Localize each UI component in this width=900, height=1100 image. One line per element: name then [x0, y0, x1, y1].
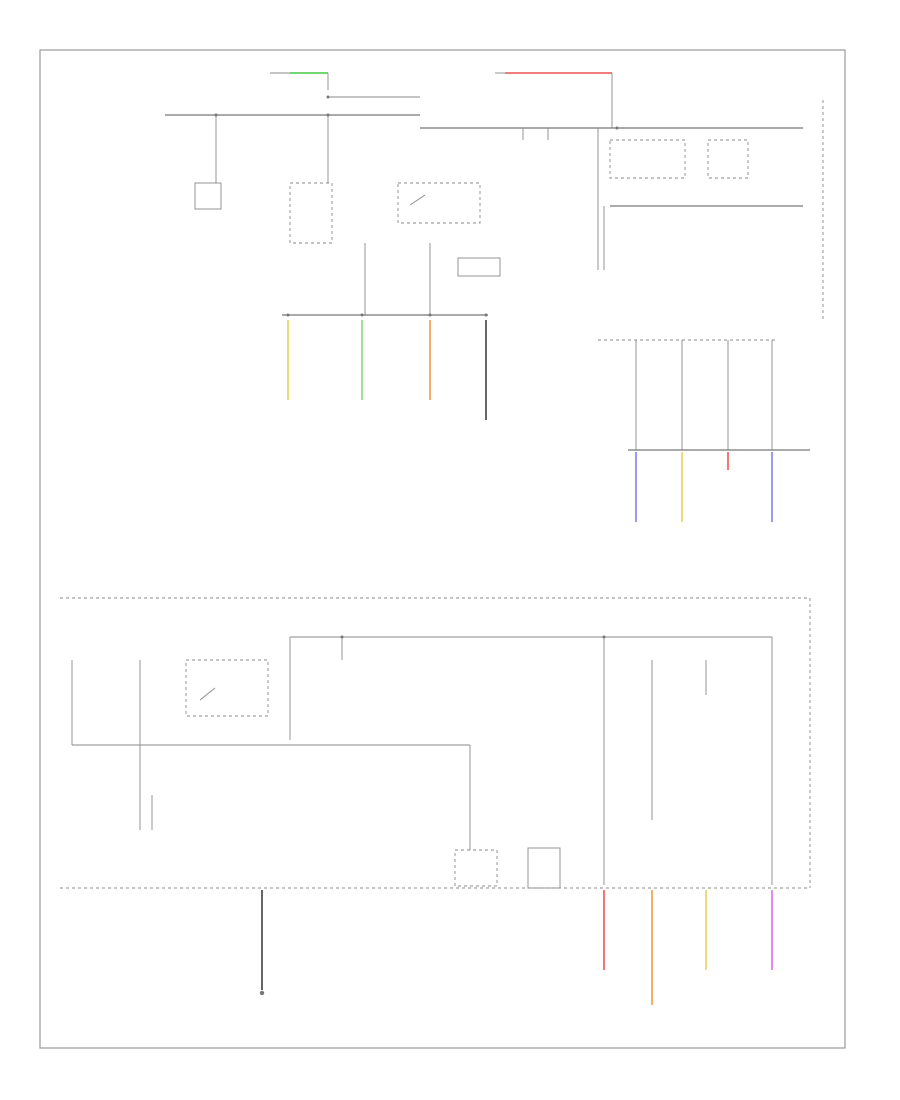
relay-coil [457, 257, 501, 277]
diagram-frame [39, 49, 846, 1049]
relay-box-left [194, 182, 222, 210]
fuse-box-a [609, 139, 686, 179]
relay-box-bottom-a [454, 849, 498, 887]
fuse-box-b [707, 139, 749, 179]
bottom-section [60, 597, 811, 1005]
relay-box-center [289, 182, 333, 244]
top-section [165, 72, 824, 522]
switch-box-bottom [185, 659, 269, 717]
switch-block [397, 182, 481, 224]
relay-box-bottom-b [527, 847, 561, 889]
